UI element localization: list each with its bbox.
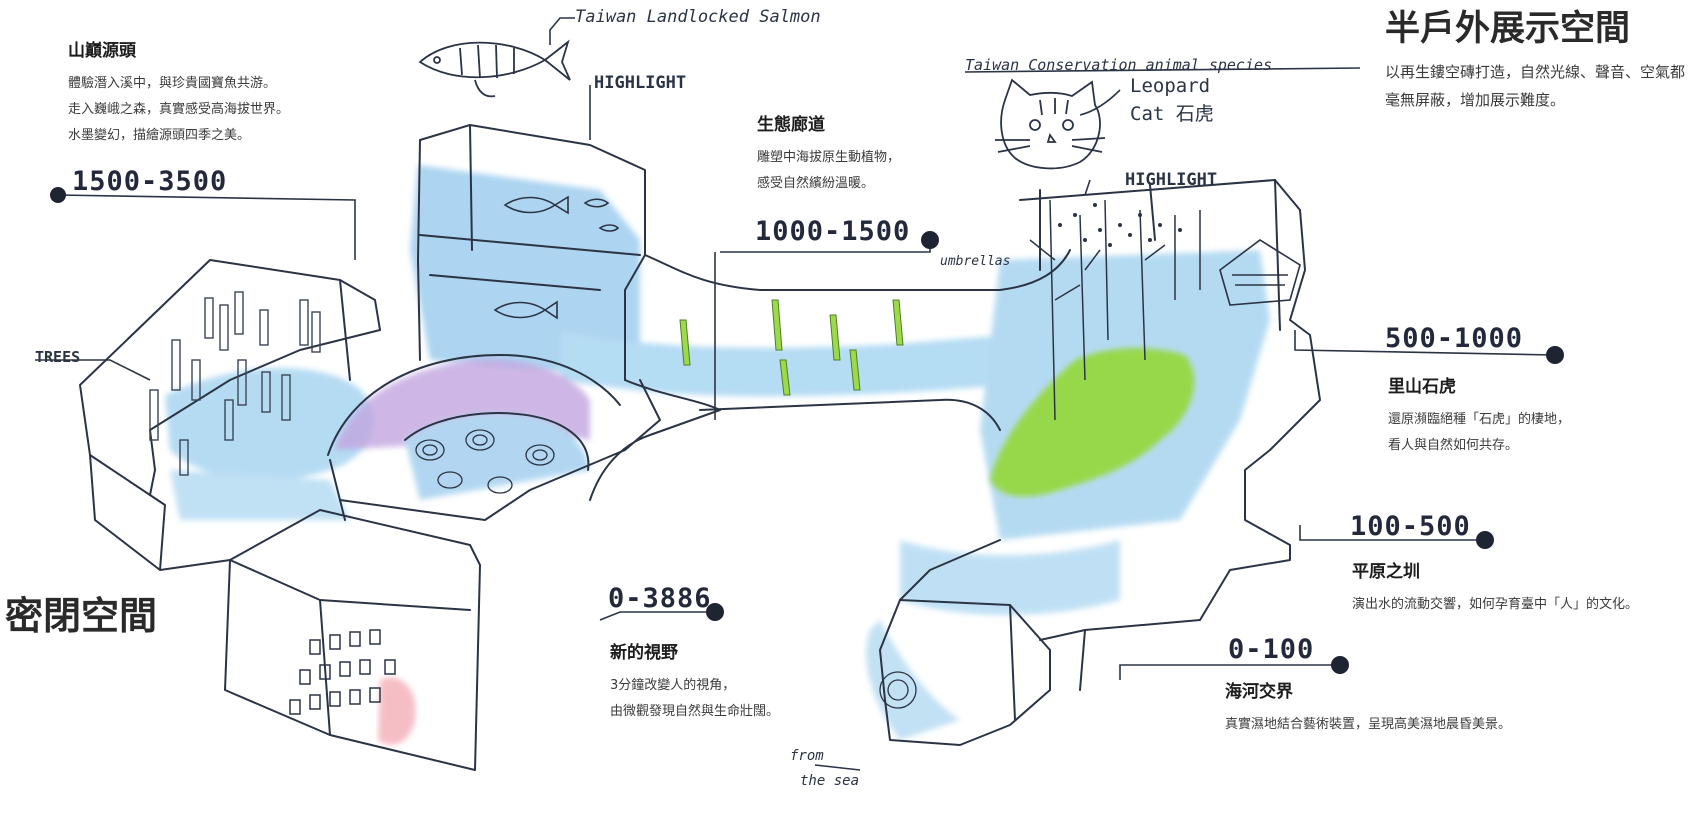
the-sea-label: the sea <box>800 773 859 789</box>
salmon-sketch <box>418 39 571 98</box>
audience-grid <box>289 629 396 715</box>
zone-vision-line-1: 3分鐘改變人的視角， <box>610 678 736 693</box>
zone-satoyama-title: 里山石虎 <box>1388 377 1456 397</box>
zone-estuary-line-1: 真實濕地結合藝術裝置，呈現高美濕地晨昏美景。 <box>1225 717 1512 732</box>
zone-vision-line-2: 由微觀發現自然與生命壯闊。 <box>610 704 780 719</box>
zone-summit-line-3: 水墨變幻，描繪源頭四季之美。 <box>68 128 251 143</box>
altitude-0-3886: 0-3886 <box>608 583 712 614</box>
hut <box>1219 239 1301 306</box>
altitude-500-1000: 500-1000 <box>1385 323 1523 354</box>
fish-drawings <box>493 195 620 320</box>
zone-vision-title: 新的視野 <box>610 643 678 663</box>
water-ripples <box>415 429 917 709</box>
zone-satoyama-line-2: 看人與自然如何共存。 <box>1388 438 1519 453</box>
zone-plain: 平原之圳 演出水的流動交響，如何孕育臺中「人」的文化。 <box>1352 557 1638 618</box>
from-label: from <box>790 748 824 764</box>
leader-lines <box>35 17 1556 771</box>
altitude-1500-3500: 1500-3500 <box>72 166 227 197</box>
trees-label: TREES <box>35 348 80 366</box>
zone-summit: 山巔源頭 體驗潛入溪中，與珍貴國寶魚共游。 走入巍峨之森，真實感受高海拔世界。 … <box>68 36 289 149</box>
building-outlines <box>79 124 1321 771</box>
altitude-100-500: 100-500 <box>1350 511 1471 542</box>
highlight-label-left: HIGHLIGHT <box>594 73 686 93</box>
highlight-label-right: HIGHLIGHT <box>1125 170 1217 190</box>
zone-summit-line-2: 走入巍峨之森，真實感受高海拔世界。 <box>68 102 290 117</box>
zone-corridor-title: 生態廊道 <box>757 115 825 135</box>
zone-estuary: 海河交界 真實濕地結合藝術裝置，呈現高美濕地晨昏美景。 <box>1225 677 1511 738</box>
umbrellas-label: umbrellas <box>940 254 1010 269</box>
enclosed-title: 密閉空間 <box>5 594 158 638</box>
grass-wash <box>990 348 1195 497</box>
zone-estuary-title: 海河交界 <box>1225 682 1293 702</box>
semi-outdoor-title: 半戶外展示空間 <box>1385 9 1631 49</box>
altitude-0-100: 0-100 <box>1228 634 1314 665</box>
zone-summit-line-1: 體驗潛入溪中，與珍貴國寶魚共游。 <box>68 76 277 91</box>
zone-plain-line-1: 演出水的流動交響，如何孕育臺中「人」的文化。 <box>1352 597 1639 612</box>
semi-outdoor-desc-block: 以再生鏤空磚打造，自然光線、聲音、空氣都毫無屏蔽，增加展示難度。 <box>1385 58 1685 114</box>
zone-corridor-line-1: 雕塑中海拔原生動植物， <box>757 150 901 165</box>
zone-satoyama: 里山石虎 還原瀕臨絕種「石虎」的棲地， 看人與自然如何共存。 <box>1388 372 1570 459</box>
dome-wash <box>335 359 590 500</box>
zone-corridor: 生態廊道 雕塑中海拔原生動植物， 感受自然繽紛溫暖。 <box>757 110 900 197</box>
zone-satoyama-line-1: 還原瀕臨絕種「石虎」的棲地， <box>1388 412 1571 427</box>
zone-corridor-line-2: 感受自然繽紛溫暖。 <box>757 176 875 191</box>
pillars <box>149 291 321 476</box>
zone-plain-title: 平原之圳 <box>1352 562 1420 582</box>
leopard-label-1: Leopard <box>1130 75 1210 97</box>
conservation-label: Taiwan Conservation animal species <box>965 56 1272 74</box>
leader-dots <box>50 187 1564 674</box>
zone-summit-title: 山巔源頭 <box>68 41 136 61</box>
leopard-label-2: Cat 石虎 <box>1130 103 1214 125</box>
zone-vision: 新的視野 3分鐘改變人的視角， 由微觀發現自然與生命壯闊。 <box>610 638 779 725</box>
altitude-1000-1500: 1000-1500 <box>755 216 910 247</box>
tree-dots <box>1058 203 1182 247</box>
trees <box>1029 199 1201 421</box>
red-wash <box>378 677 416 745</box>
leopard-cat-sketch <box>995 78 1106 170</box>
salmon-label: Taiwan Landlocked Salmon <box>575 7 821 27</box>
green-plants <box>679 299 904 396</box>
semi-outdoor-desc: 以再生鏤空磚打造，自然光線、聲音、空氣都毫無屏蔽，增加展示難度。 <box>1385 63 1686 109</box>
